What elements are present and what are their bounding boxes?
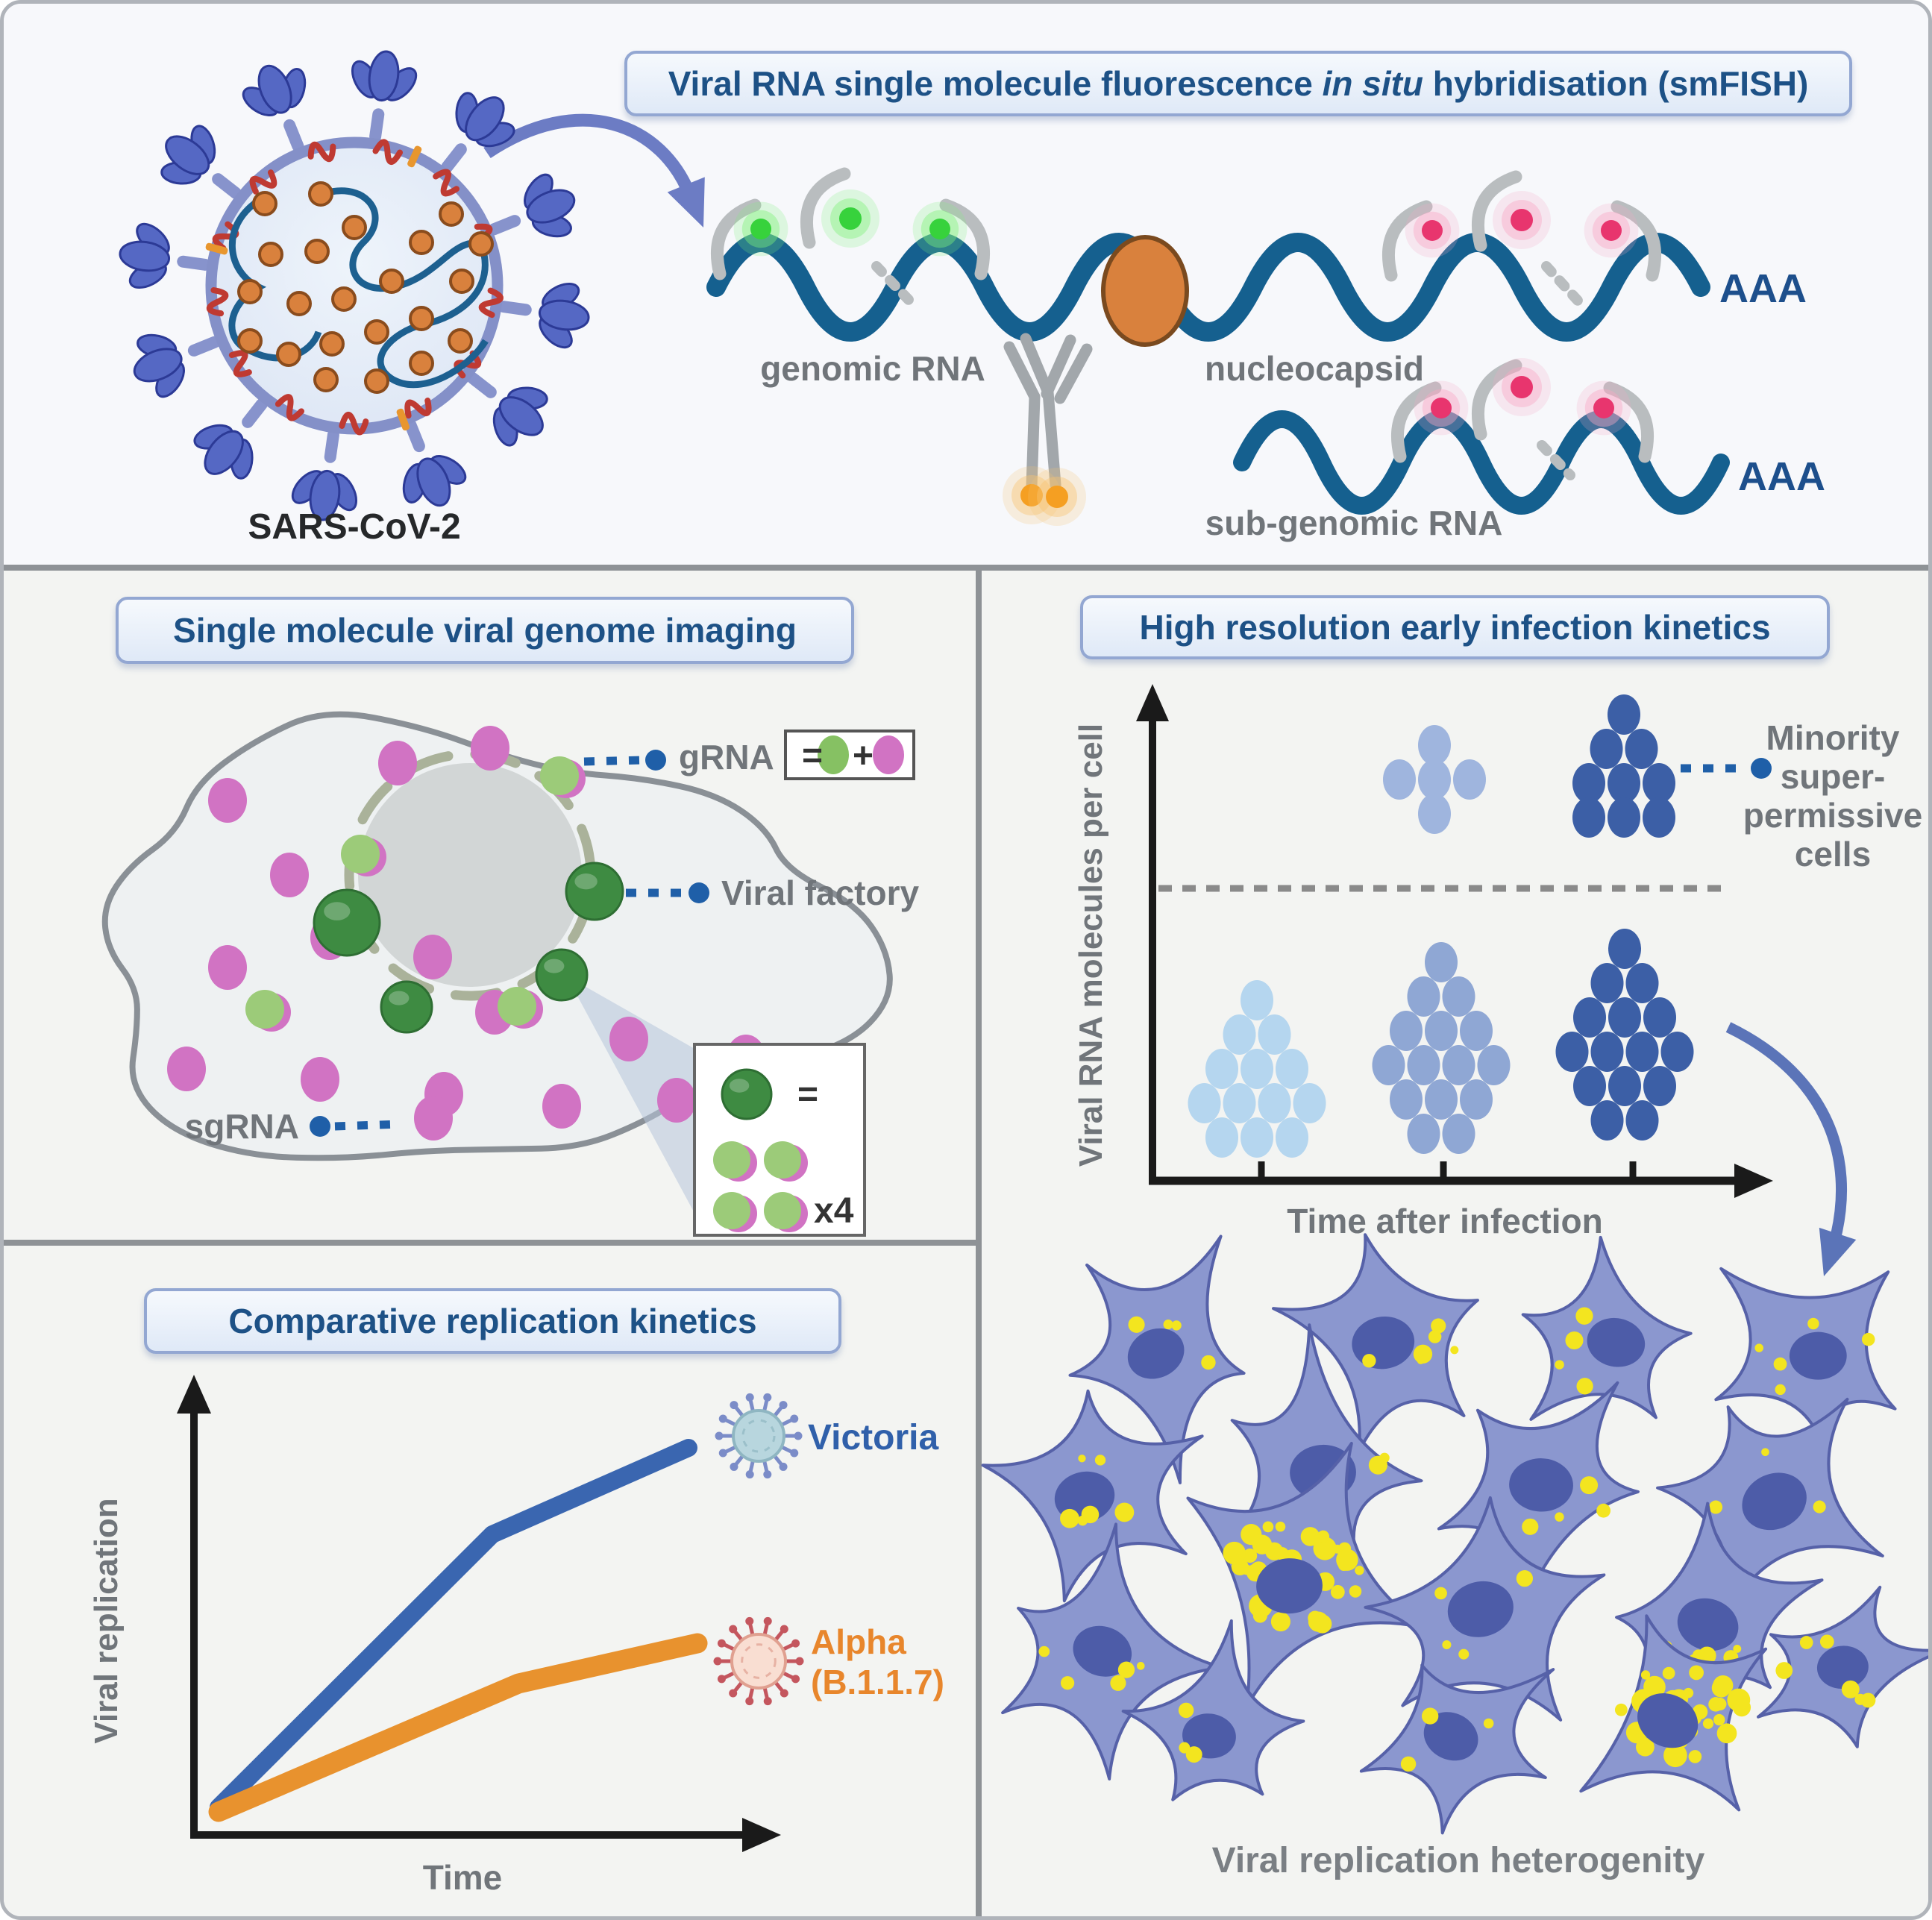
comparative-title-banner: Comparative replication kinetics xyxy=(144,1288,841,1354)
minority-label-line4: cells xyxy=(1795,835,1871,873)
smfish-title-post: hybridisation (smFISH) xyxy=(1423,64,1809,103)
panel-comparative xyxy=(4,1246,976,1916)
divider-vertical xyxy=(976,565,982,1916)
smfish-title-pre: Viral RNA single molecule fluorescence xyxy=(668,64,1323,103)
minority-label-line2: super- xyxy=(1781,757,1886,796)
imaging-title: Single molecule viral genome imaging xyxy=(173,611,797,650)
grna-legend-plus: + xyxy=(853,736,874,776)
nucleocapsid-label: nucleocapsid xyxy=(1205,349,1424,388)
kinetics-ylabel: Viral RNA molecules per cell xyxy=(1073,724,1109,1167)
minority-label-line3: permissive xyxy=(1743,796,1922,835)
imaging-illustration xyxy=(101,711,915,1237)
figure-artwork: SARS-CoV-2 genomic RNA nucleocapsid AAA … xyxy=(88,50,1928,1897)
kinetics-title: High resolution early infection kinetics xyxy=(1139,608,1771,647)
smfish-title-banner: Viral RNA single molecule fluorescence i… xyxy=(624,51,1852,116)
victoria-label: Victoria xyxy=(808,1418,939,1458)
smfish-illustration xyxy=(119,50,1730,526)
kinetics-chart xyxy=(1136,684,1857,1276)
divider-horizontal-left xyxy=(4,1240,976,1246)
alpha-sublabel: (B.1.1.7) xyxy=(811,1663,944,1701)
subgenomic-polya-label: AAA xyxy=(1738,454,1825,499)
factory-legend-equals: = xyxy=(797,1075,818,1114)
sars-cov-2-label: SARS-CoV-2 xyxy=(248,507,460,547)
antibody-icon xyxy=(1003,333,1093,526)
imaging-title-banner: Single molecule viral genome imaging xyxy=(116,597,854,664)
comparative-ylabel: Viral replication xyxy=(88,1498,125,1743)
comparative-xlabel: Time xyxy=(423,1858,503,1897)
comparative-title: Comparative replication kinetics xyxy=(228,1302,757,1340)
sars-cov-2-virion-icon xyxy=(119,50,590,521)
genomic-polya-label: AAA xyxy=(1719,266,1807,311)
subgenomic-rna-label: sub-genomic RNA xyxy=(1205,503,1503,542)
factory-legend-multiplier: x4 xyxy=(814,1191,854,1231)
genomic-rna-label: genomic RNA xyxy=(760,349,985,388)
kinetics-xlabel: Time after infection xyxy=(1287,1202,1602,1240)
sgrna-label: sgRNA xyxy=(185,1107,299,1146)
grna-legend-equals: = xyxy=(802,736,823,776)
kinetics-title-banner: High resolution early infection kinetics xyxy=(1080,595,1830,659)
smfish-title-italic: in situ xyxy=(1322,64,1424,103)
grna-label: gRNA xyxy=(679,738,774,777)
heterogeneity-caption: Viral replication heterogenity xyxy=(1212,1841,1705,1880)
comparative-chart xyxy=(177,1375,804,1852)
heterogeneity-cells-illustration xyxy=(981,1233,1928,1835)
minority-label-line1: Minority xyxy=(1766,718,1900,757)
alpha-label: Alpha xyxy=(811,1622,906,1661)
viral-factory-label: Viral factory xyxy=(721,873,919,912)
divider-horizontal-top xyxy=(4,565,1928,571)
